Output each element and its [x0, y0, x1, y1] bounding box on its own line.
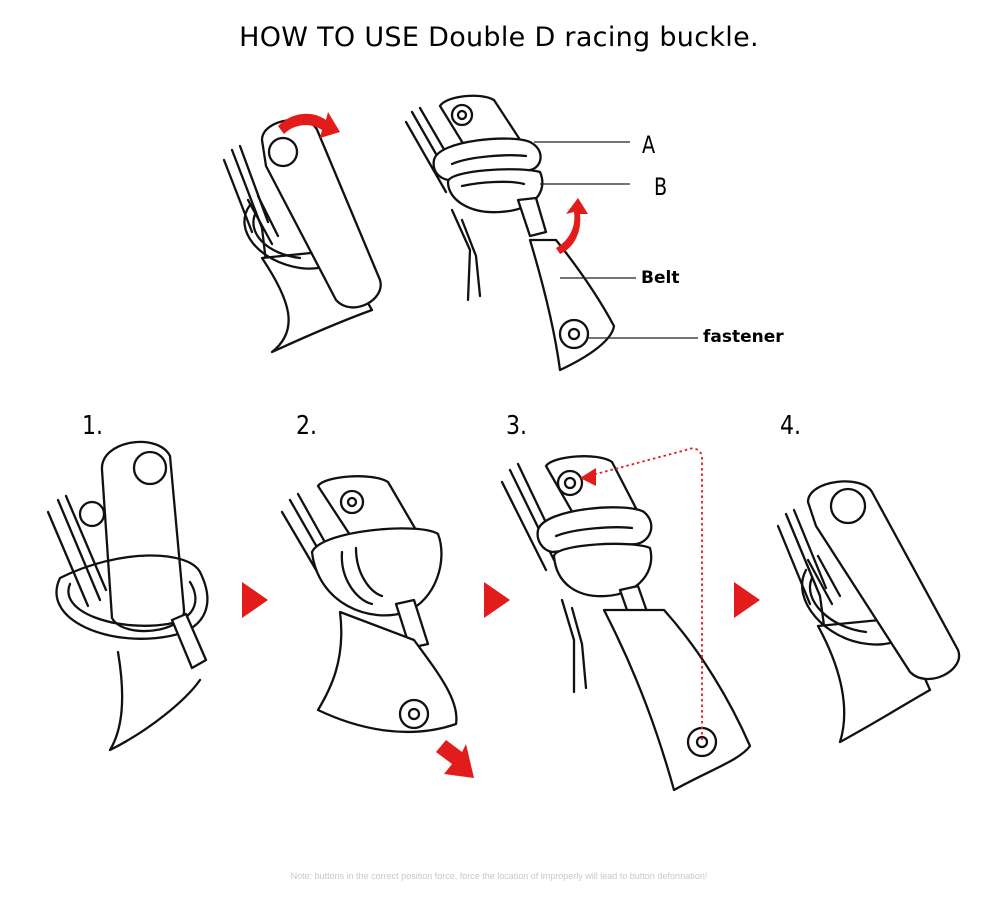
up-arrow-icon	[556, 198, 588, 254]
figure-step-4	[776, 480, 961, 744]
curved-arrow-icon	[278, 112, 340, 138]
step-3-number: 3.	[506, 411, 528, 441]
figure-folded-overview	[222, 112, 382, 354]
figure-step-1	[46, 440, 209, 752]
figure-step-2	[280, 475, 474, 778]
next-step-arrow-icon	[484, 582, 510, 618]
step-2-number: 2.	[296, 411, 318, 441]
down-right-arrow-icon	[436, 740, 474, 778]
step-1-number: 1.	[82, 411, 104, 441]
label-b: B	[654, 173, 668, 201]
step-4-number: 4.	[780, 411, 802, 441]
label-fastener: fastener	[703, 327, 784, 347]
label-belt: Belt	[641, 268, 680, 288]
footnote: Note: buttons in the correct position fo…	[290, 871, 708, 881]
diagram-title: HOW TO USE Double D racing buckle.	[239, 22, 759, 53]
next-step-arrow-icon	[242, 582, 268, 618]
label-a: A	[642, 131, 656, 159]
next-step-arrow-icon	[734, 582, 760, 618]
figure-step-3	[500, 447, 752, 792]
target-arrow-icon	[580, 468, 596, 486]
figure-labeled-buckle	[404, 94, 698, 372]
